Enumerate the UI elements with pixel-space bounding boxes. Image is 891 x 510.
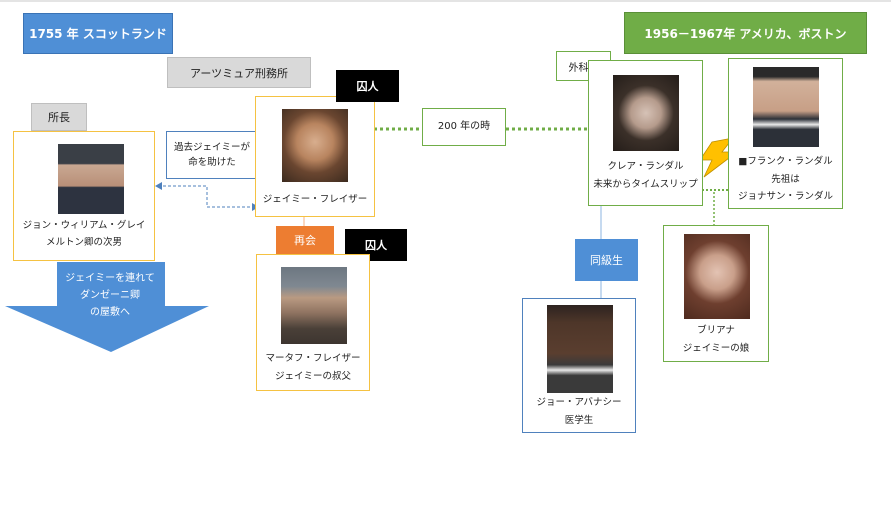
person-murtagh: マータフ・フレイザー ジェイミーの叔父 [256, 254, 370, 391]
frank-ancestor: ジョナサン・ランダル [737, 191, 833, 202]
brianna-portrait [684, 234, 750, 319]
joe-desc: 医学生 [564, 415, 594, 426]
frank-portrait [753, 67, 819, 147]
saved-arrow [161, 185, 255, 208]
down-arrow-text: ジェイミーを連れて ダンゼーニ卿 の屋敷へ [45, 270, 175, 321]
claire-desc: 未来からタイムスリップ [593, 179, 698, 190]
jamie-name: ジェイミー・フレイザー [262, 194, 368, 205]
saved-callout: 過去ジェイミーが 命を助けた [166, 131, 258, 179]
murtagh-desc: ジェイミーの叔父 [274, 371, 351, 382]
claire-portrait [613, 75, 679, 151]
arrow-line-3: の屋敷へ [90, 307, 130, 318]
john-portrait [58, 144, 124, 214]
saved-line-1: 過去ジェイミーが [173, 142, 250, 153]
prison-tag: アーツミュア刑務所 [167, 57, 311, 88]
person-john-grey: ジョン・ウィリアム・グレイ メルトン卿の次男 [13, 131, 155, 261]
claire-name: クレア・ランダル [607, 161, 684, 172]
jamie-portrait [282, 109, 348, 182]
down-arrow-shape [5, 262, 209, 352]
arrow-line-1: ジェイミーを連れて [65, 273, 155, 284]
murtagh-name: マータフ・フレイザー [265, 353, 361, 364]
john-desc: メルトン卿の次男 [45, 237, 122, 248]
john-name: ジョン・ウィリアム・グレイ [22, 220, 146, 231]
joe-name: ジョー・アバナシー [536, 397, 622, 408]
brianna-name: ブリアナ [697, 325, 735, 336]
header-boston: 1956－1967年 アメリカ、ボストン [624, 12, 867, 54]
frank-name: ■フランク・ランダル [738, 156, 833, 167]
person-brianna: ブリアナ ジェイミーの娘 [663, 225, 769, 362]
director-tag: 所長 [31, 103, 87, 131]
person-frank: ■フランク・ランダル 先祖は ジョナサン・ランダル [728, 58, 843, 209]
joe-portrait [547, 305, 613, 393]
person-joe: ジョー・アバナシー 医学生 [522, 298, 636, 433]
person-jamie: ジェイミー・フレイザー [255, 96, 375, 217]
time-callout: 200 年の時 [422, 108, 506, 146]
frank-desc: 先祖は [771, 174, 800, 185]
classmate-tag: 同級生 [575, 239, 638, 281]
person-claire: クレア・ランダル 未来からタイムスリップ [588, 60, 703, 206]
prisoner-tag-2: 囚人 [345, 229, 407, 261]
murtagh-portrait [281, 267, 347, 344]
header-scotland: 1755 年 スコットランド [23, 13, 173, 54]
prisoner-tag-1: 囚人 [336, 70, 399, 102]
saved-line-2: 命を助けた [188, 157, 236, 168]
reunion-tag: 再会 [276, 226, 334, 254]
arrow-line-2: ダンゼーニ卿 [80, 290, 140, 301]
brianna-desc: ジェイミーの娘 [682, 343, 750, 354]
